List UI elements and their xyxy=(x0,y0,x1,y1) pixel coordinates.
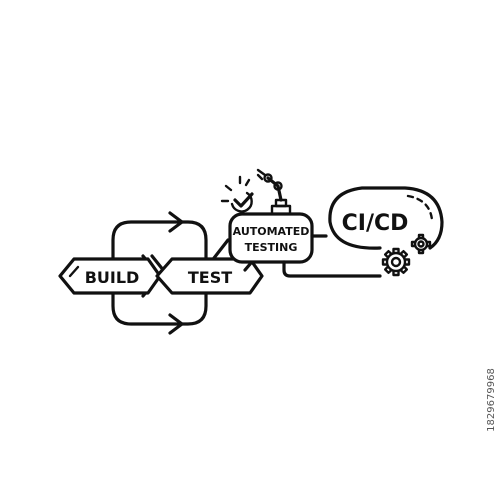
build-label: BUILD xyxy=(85,268,140,287)
robotic-arm-icon xyxy=(256,168,292,216)
stock-id: 1829679968 xyxy=(486,368,497,432)
automated-testing-box: AUTOMATED TESTING xyxy=(228,212,314,264)
cicd-bubble: CI/CD xyxy=(328,186,444,250)
testing-label: TESTING xyxy=(245,241,298,254)
test-stage: TEST xyxy=(155,257,264,295)
check-badge-icon xyxy=(220,175,254,213)
gear-icon xyxy=(381,233,432,277)
build-stage: BUILD xyxy=(58,257,162,295)
cicd-label: CI/CD xyxy=(342,211,409,236)
test-label: TEST xyxy=(188,268,232,287)
connector-automated-cicd xyxy=(282,234,382,278)
automated-label: AUTOMATED xyxy=(233,225,310,238)
